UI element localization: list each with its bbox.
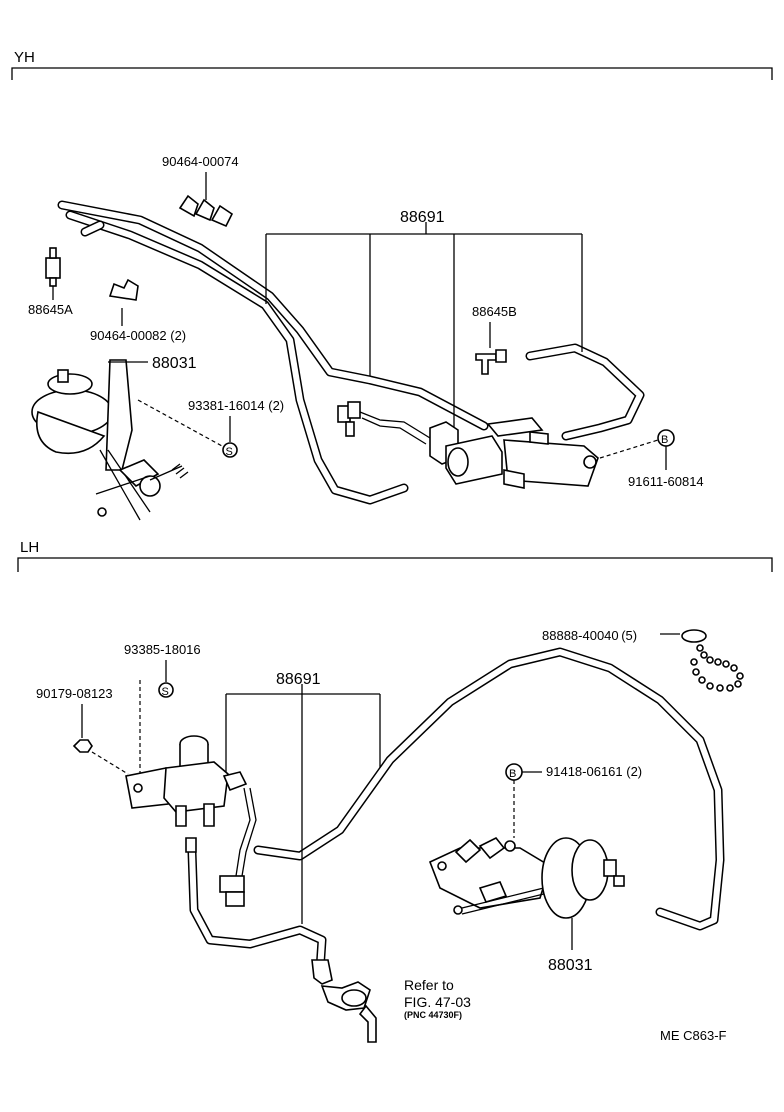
yh-hose-bundle bbox=[57, 200, 489, 505]
mark-b-yh: B bbox=[661, 434, 668, 446]
connector-yh bbox=[337, 401, 431, 445]
nut-90179-08123 bbox=[72, 739, 93, 753]
vacuum-actuator-88031-yh bbox=[31, 359, 189, 521]
mark-s-circle-yh bbox=[222, 442, 238, 458]
label-91611-60814: 91611-60814 bbox=[628, 474, 704, 489]
clip-90464-00074 bbox=[178, 194, 234, 228]
label-88888-40040: 88888-40040 (5) bbox=[542, 628, 637, 643]
refer-text-line3: (PNC 44730F) bbox=[404, 1010, 462, 1020]
label-91418-06161: 91418-06161 (2) bbox=[546, 764, 642, 779]
section-label-yh: YH bbox=[14, 49, 35, 66]
vacuum-actuator-88031-lh bbox=[428, 836, 625, 919]
label-90464-00074: 90464-00074 bbox=[162, 154, 239, 169]
label-93381-16014: 93381-16014 (2) bbox=[188, 398, 284, 413]
label-90179-08123: 90179-08123 bbox=[36, 686, 113, 701]
mark-b-lh: B bbox=[509, 768, 516, 780]
yh-hose-loop bbox=[525, 343, 645, 441]
yh-88691-leaders bbox=[265, 222, 583, 438]
refer-text-line2: FIG. 47-03 bbox=[404, 994, 471, 1010]
vsv-assembly-yh bbox=[429, 417, 599, 489]
dashed-guide-nut-lh bbox=[91, 751, 129, 775]
label-88645b: 88645B bbox=[472, 304, 517, 319]
lh-88691-leaders bbox=[225, 684, 381, 924]
mark-s-yh: S bbox=[226, 446, 233, 458]
label-88031-yh: 88031 bbox=[152, 355, 197, 372]
lh-hose-lower bbox=[187, 847, 327, 975]
connector-lh bbox=[219, 787, 257, 907]
pipe-fitting-lh bbox=[311, 959, 377, 1043]
label-88691-lh: 88691 bbox=[276, 671, 321, 688]
check-valve-88645a bbox=[45, 247, 61, 287]
bead-chain-88888-40040 bbox=[681, 629, 744, 692]
dashed-guide-s-yh bbox=[137, 399, 223, 447]
clip-90464-00082 bbox=[108, 278, 139, 301]
lh-hose-arc bbox=[253, 647, 725, 931]
label-88031-lh: 88031 bbox=[548, 957, 593, 974]
section-bracket-lh bbox=[17, 557, 773, 572]
label-88691-yh: 88691 bbox=[400, 209, 445, 226]
vsv-assembly-lh bbox=[125, 735, 248, 853]
mark-s-circle-lh bbox=[158, 682, 174, 698]
t-fitting-88645b bbox=[475, 349, 507, 375]
refer-text-line1: Refer to bbox=[404, 977, 454, 993]
label-90464-00082: 90464-00082 (2) bbox=[90, 328, 186, 343]
section-bracket-yh bbox=[11, 67, 773, 80]
dashed-guide-b-yh bbox=[599, 439, 659, 459]
label-93385-18016: 93385-18016 bbox=[124, 642, 201, 657]
mark-s-lh: S bbox=[162, 686, 169, 698]
label-88645a: 88645A bbox=[28, 302, 73, 317]
footer-code: ME C863-F bbox=[660, 1028, 727, 1043]
section-label-lh: LH bbox=[20, 539, 39, 556]
